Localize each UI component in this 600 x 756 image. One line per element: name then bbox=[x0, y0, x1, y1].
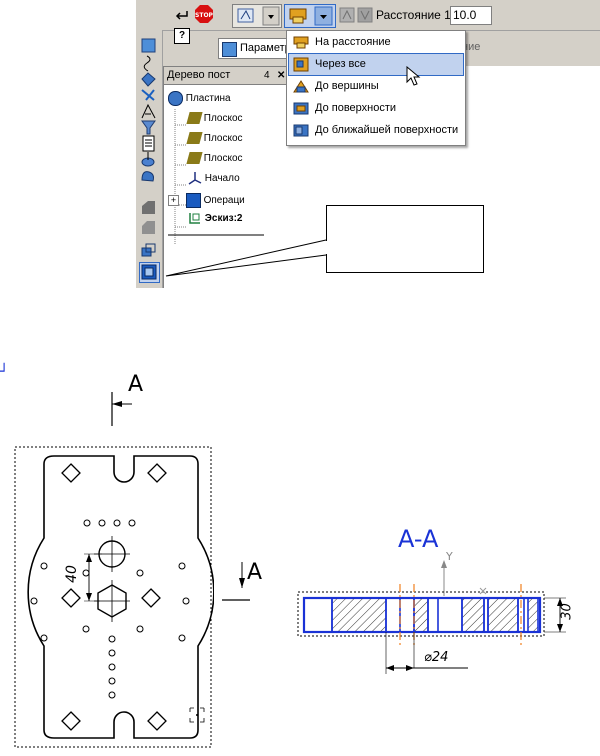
menu-item-label: До поверхности bbox=[315, 102, 397, 114]
origin-icon bbox=[188, 172, 202, 185]
distance-label: Расстояние 1 bbox=[376, 8, 451, 22]
extrusion-icon bbox=[185, 193, 201, 208]
distance-input[interactable]: 10.0 bbox=[450, 6, 492, 25]
dim-40-label: 40 bbox=[64, 565, 80, 583]
corner-mark: ┘ bbox=[0, 364, 9, 380]
expand-icon[interactable]: + bbox=[168, 195, 179, 206]
part-icon bbox=[168, 91, 183, 106]
sketch-mode-icon[interactable] bbox=[139, 262, 160, 283]
depth-mode-combo[interactable] bbox=[284, 4, 336, 28]
stop-icon[interactable]: STOP bbox=[194, 4, 214, 24]
callout-box bbox=[326, 205, 484, 273]
tree-item-part[interactable]: Пластина bbox=[168, 91, 231, 107]
tree-item-label: Пластина bbox=[185, 93, 231, 105]
menu-item-to-nearest-surface[interactable]: До ближайшей поверхности bbox=[289, 120, 463, 141]
reverse-direction-icon[interactable] bbox=[356, 5, 376, 25]
operation-mode-combo[interactable] bbox=[232, 4, 282, 28]
tree-item-sketch[interactable]: Эскиз:2 bbox=[188, 211, 242, 227]
to-vertex-icon bbox=[293, 80, 309, 93]
compact-toolbar bbox=[136, 30, 163, 288]
plate-front-view bbox=[14, 446, 214, 748]
close-icon[interactable]: ✕ bbox=[277, 70, 286, 81]
section-title: A-A bbox=[398, 525, 439, 553]
layers-icon[interactable] bbox=[139, 240, 158, 259]
callout-pointer bbox=[165, 239, 328, 277]
section-arrow-top bbox=[111, 392, 132, 426]
to-surface-icon bbox=[293, 102, 309, 115]
app-screenshot: STOP Расстояние 1 10.0 ? bbox=[136, 0, 600, 288]
sketch-icon bbox=[189, 213, 200, 225]
axis-y-label: Y bbox=[446, 550, 453, 563]
menu-item-distance[interactable]: На расстояние bbox=[289, 32, 463, 53]
tree-item-operation[interactable]: + Операци bbox=[168, 193, 245, 209]
curve-icon[interactable] bbox=[139, 54, 158, 73]
tab-cut-label: ние bbox=[462, 41, 481, 53]
arrow-back-icon[interactable] bbox=[172, 5, 192, 25]
tree-lines bbox=[168, 109, 264, 245]
surface-icon[interactable] bbox=[139, 70, 158, 89]
dim-d24-label: ⌀24 bbox=[424, 650, 449, 665]
section-mark-side: A bbox=[247, 560, 263, 585]
menu-item-label: Через все bbox=[315, 58, 366, 70]
distance-icon bbox=[293, 36, 309, 49]
menu-item-to-vertex[interactable]: До вершины bbox=[289, 76, 463, 97]
menu-item-to-surface[interactable]: До поверхности bbox=[289, 98, 463, 119]
tree-item-origin[interactable]: Начало bbox=[188, 171, 240, 187]
tree-item-label: Эскиз:2 bbox=[204, 213, 243, 224]
view-icon[interactable] bbox=[139, 36, 158, 55]
menu-item-label: На расстояние bbox=[315, 36, 391, 48]
shape-grey-2-icon[interactable] bbox=[139, 218, 158, 237]
solid-icon[interactable] bbox=[139, 166, 158, 185]
filter-icon[interactable] bbox=[139, 118, 158, 137]
model-tree-panel: Дерево пост 4 ✕ Пластина Плоскос Плоскос… bbox=[163, 66, 293, 288]
through-all-icon bbox=[293, 57, 309, 72]
shape-grey-icon[interactable] bbox=[139, 198, 158, 217]
tree-item-plane-1[interactable]: Плоскос bbox=[186, 111, 243, 127]
tab-parameters-label: Параметр bbox=[240, 42, 290, 54]
section-view bbox=[297, 560, 566, 674]
direction-icon[interactable] bbox=[338, 5, 358, 25]
menu-item-label: До вершины bbox=[315, 80, 379, 92]
to-nearest-surface-icon bbox=[293, 124, 309, 137]
measure-icon[interactable] bbox=[139, 150, 158, 169]
toolbar: STOP Расстояние 1 10.0 bbox=[136, 0, 600, 31]
model-tree-header: Дерево пост 4 ✕ bbox=[164, 67, 292, 85]
svg-text:STOP: STOP bbox=[195, 12, 214, 19]
tree-item-label: Начало bbox=[204, 173, 240, 184]
depth-mode-menu: На расстояние Через все До вершины До по… bbox=[286, 30, 466, 146]
snap-icon[interactable] bbox=[139, 86, 158, 105]
mouse-cursor-icon bbox=[406, 66, 421, 86]
help-icon[interactable]: ? bbox=[174, 28, 190, 44]
section-arrow-side bbox=[222, 562, 250, 601]
menu-item-through-all[interactable]: Через все bbox=[288, 53, 464, 76]
tree-item-plane-3[interactable]: Плоскос bbox=[186, 151, 243, 167]
tree-item-label: Плоскос bbox=[203, 133, 243, 144]
menu-item-label: До ближайшей поверхности bbox=[315, 124, 459, 136]
tree-item-label: Плоскос bbox=[203, 153, 243, 164]
document-icon[interactable] bbox=[139, 134, 158, 153]
tree-item-plane-2[interactable]: Плоскос bbox=[186, 131, 243, 147]
tree-item-label: Плоскос bbox=[203, 113, 243, 124]
parameters-icon bbox=[222, 42, 237, 57]
section-mark-top: A bbox=[128, 372, 144, 397]
tree-item-label: Операци bbox=[203, 195, 245, 207]
tab-parameters[interactable]: Параметр bbox=[218, 38, 290, 59]
angle-icon[interactable] bbox=[139, 102, 158, 121]
pin-icon[interactable]: 4 bbox=[264, 70, 270, 81]
model-tree-title: Дерево пост bbox=[167, 69, 231, 81]
dim-30-label: 30 bbox=[559, 603, 575, 620]
